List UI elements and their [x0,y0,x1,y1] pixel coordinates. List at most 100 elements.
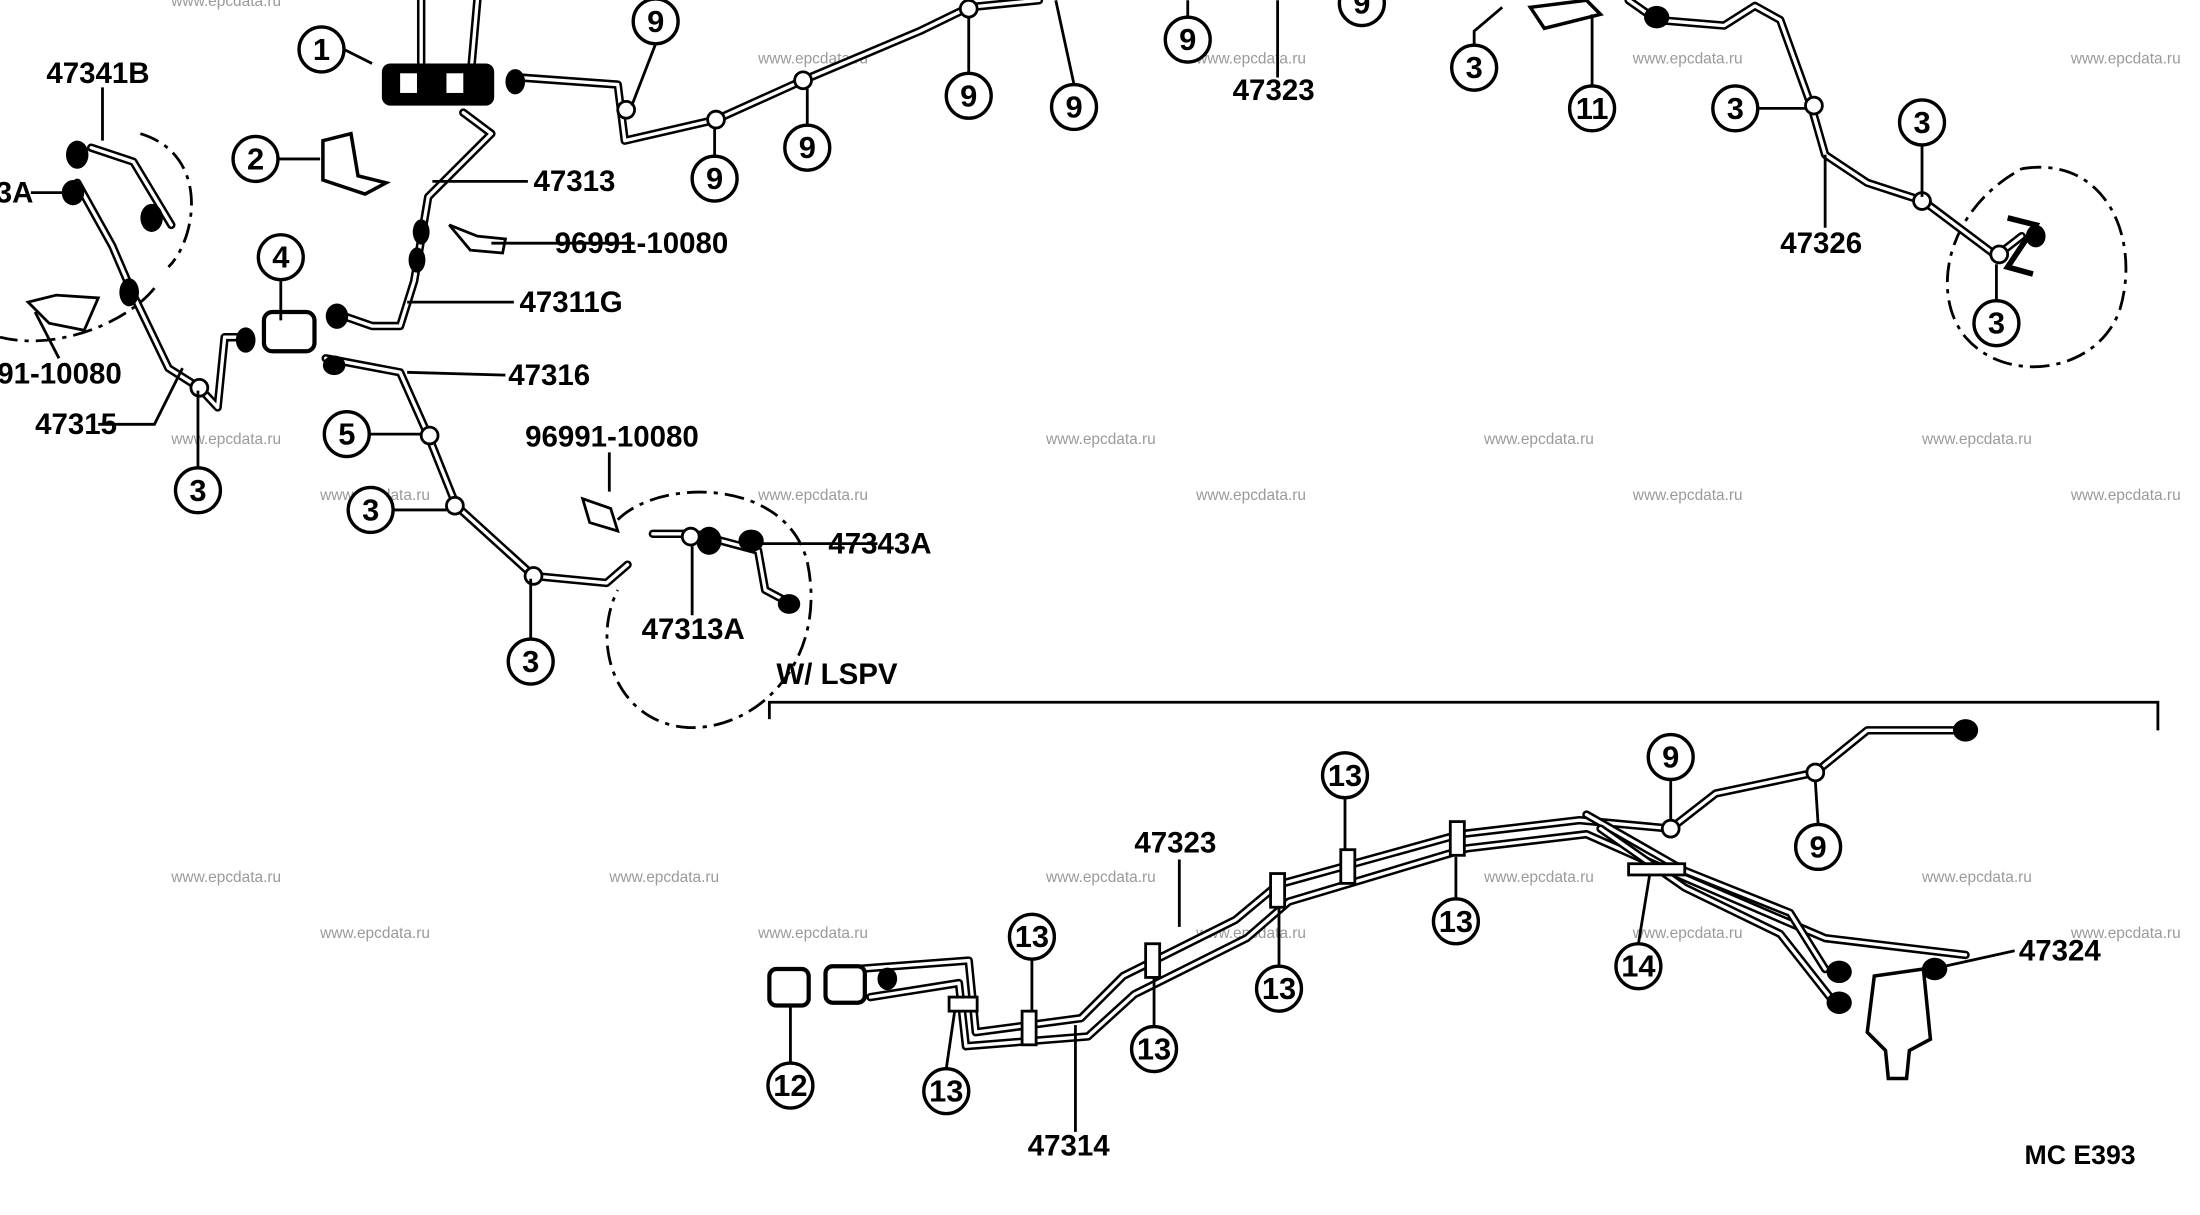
part-label-96991-10080-partial: 91-10080 [0,358,122,391]
callout-number: 9 [647,4,664,39]
callout-14: 14 [1614,942,1663,991]
part-label-47323-top: 47323 [1233,74,1315,107]
callout-4: 4 [256,233,305,282]
callout-number: 5 [338,417,355,452]
callout-3: 3 [1897,98,1947,147]
callout-3: 3 [346,485,395,535]
callout-9: 9 [1049,82,1099,132]
part-label-47324: 47324 [2019,935,2102,968]
callout-9: 9 [783,123,832,172]
callout-9: 9 [1337,0,1386,28]
callout-3: 3 [1972,299,2021,348]
callout-number: 9 [1065,89,1082,124]
watermark: www.epcdata.ru [1632,50,1743,67]
part-label-47343a: 47343A [828,527,931,560]
watermark: www.epcdata.ru [2070,925,2181,942]
part-label-47311g: 47311G [519,286,622,319]
detail-outlines [0,132,2128,729]
callout-9: 9 [1646,732,1695,782]
callout-number: 13 [1262,971,1296,1006]
part-label-47343a-partial: 3A [0,176,33,209]
callout-9: 9 [631,0,680,46]
watermark: www.epcdata.ru [1632,925,1743,942]
callout-number: 9 [799,130,816,165]
detail-outline-center [605,490,813,729]
lspv-valve [1865,967,1933,1081]
callout-number: 12 [773,1068,807,1103]
part-label-47314: 47314 [1028,1130,1111,1163]
callout-number: 3 [522,644,539,679]
watermark: www.epcdata.ru [757,925,868,942]
watermark: www.epcdata.ru [608,869,719,886]
callout-number: 4 [272,240,289,275]
callouts: 1 2 4 3 5 3 3 9 9 9 9 9 9 9 3 11 3 3 3 9… [173,0,2021,1116]
callout-number: 3 [1988,306,2005,341]
callout-3: 3 [1450,43,1499,92]
callout-13: 13 [1431,897,1481,946]
callout-number: 11 [1576,91,1609,126]
part-label-47323-lspv: 47323 [1134,826,1216,859]
part-label-96991-10080-center: 96991-10080 [525,421,699,454]
callout-number: 13 [1439,904,1473,939]
callout-1: 1 [297,25,346,74]
callout-13: 13 [1254,964,1304,1013]
callout-12: 12 [766,1061,815,1110]
watermark: www.epcdata.ru [1045,431,1156,448]
detail-outline-right [1946,165,2128,369]
lspv-group-bracket [767,700,2160,731]
watermark: www.epcdata.ru [319,925,430,942]
callout-13: 13 [1007,912,1057,961]
clip-96991 [448,223,508,255]
watermark: www.epcdata.ru [2070,487,2181,504]
callout-number: 14 [1621,949,1655,984]
diagram-code: MC E393 [2025,1140,2136,1170]
callout-number: 9 [1810,829,1827,864]
part-label-47315: 47315 [35,408,117,441]
clip-96991-center [580,496,620,534]
watermark: www.epcdata.ru [1921,869,2032,886]
watermark: www.epcdata.ru [1195,50,1306,67]
union-12 [767,966,811,1008]
callout-number: 3 [1727,91,1744,126]
callout-number: 9 [706,161,723,196]
detail-outline-left [0,132,193,343]
callout-number: 3 [1466,50,1483,85]
part-label-47313: 47313 [534,165,616,198]
watermark: www.epcdata.ru [170,431,281,448]
callout-3: 3 [506,637,555,686]
callout-number: 13 [929,1074,963,1109]
callout-number: 9 [1179,22,1196,57]
watermark: www.epcdata.ru [1483,431,1594,448]
callout-number: 13 [1137,1032,1171,1067]
callout-9: 9 [690,154,739,203]
callout-number: 3 [1913,105,1930,140]
callout-13: 13 [1129,1024,1179,1074]
bracket-2 [321,131,391,196]
callout-9: 9 [1793,822,1843,872]
part-label-96991-10080: 96991-10080 [555,227,729,260]
callout-2: 2 [231,134,280,184]
watermark: www.epcdata.ru [1045,869,1156,886]
callout-3: 3 [1711,84,1760,133]
watermark: www.epcdata.ru [757,487,868,504]
callout-5: 5 [322,409,371,459]
watermark: www.epcdata.ru [1632,487,1743,504]
leader-lines [30,0,2015,1132]
callout-number: 2 [247,141,264,176]
watermark: www.epcdata.ru [2070,50,2181,67]
watermarks: www.epcdata.ru www.epcdata.ru www.epcdat… [170,0,2180,942]
callout-9: 9 [1163,15,1212,64]
lspv-group-label: W/ LSPV [776,658,898,691]
brake-pipes [73,0,2026,1051]
watermark: www.epcdata.ru [1195,487,1306,504]
callout-number: 1 [313,32,330,67]
callout-13: 13 [1320,751,1370,800]
callout-9: 9 [944,71,993,120]
callout-number: 3 [189,473,206,508]
part-label-47316: 47316 [508,359,590,392]
watermark: www.epcdata.ru [170,869,281,886]
part-label-47313a: 47313A [642,613,745,646]
callout-number: 9 [960,78,977,113]
